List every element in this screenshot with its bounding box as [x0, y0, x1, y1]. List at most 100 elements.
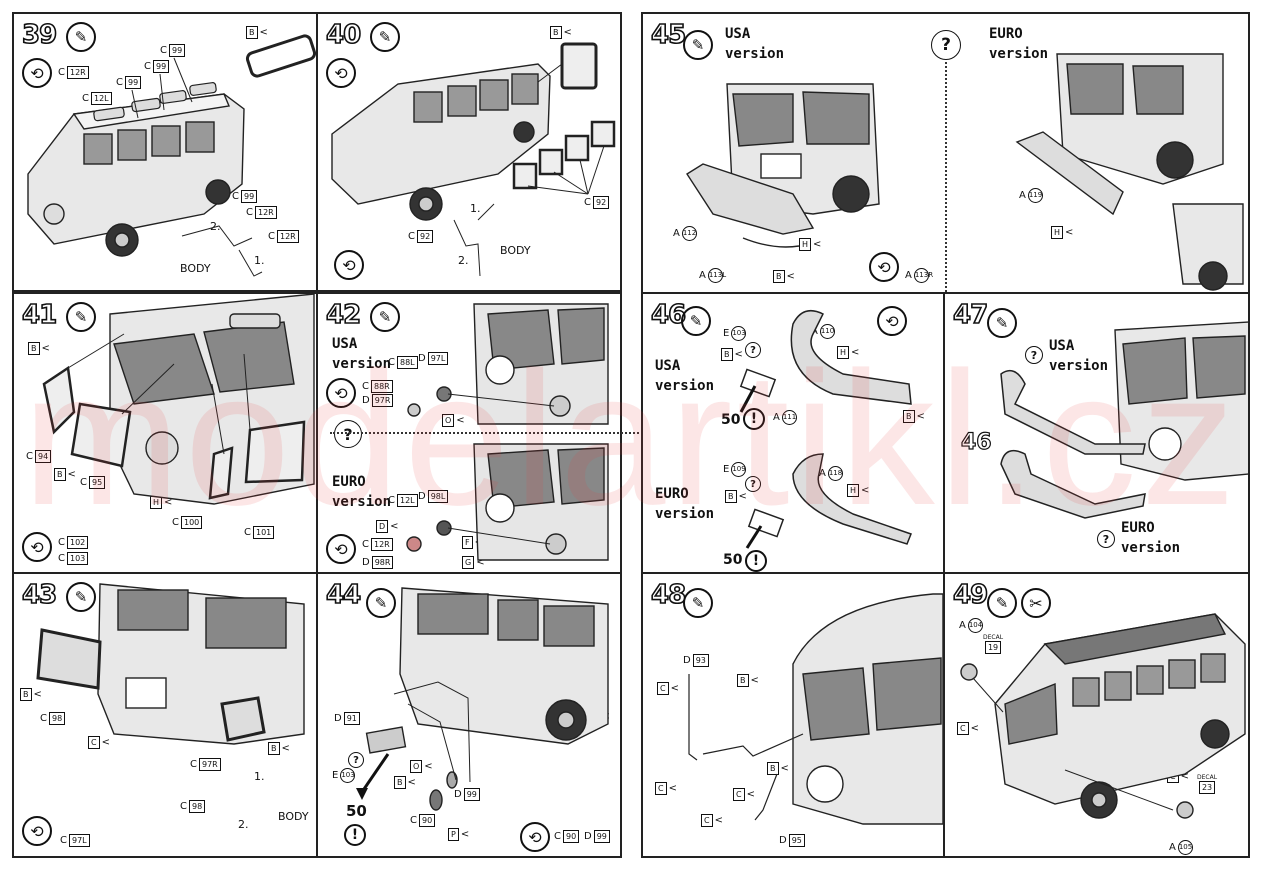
- question-icon: ?: [931, 30, 961, 60]
- glue-icon: ✎: [683, 588, 713, 618]
- step-number: 46: [650, 299, 687, 331]
- part-label: C<: [701, 814, 723, 827]
- part-label: O<: [410, 760, 433, 773]
- decal-icon: ✂: [1021, 588, 1051, 618]
- bus-complete-illustration: [960, 613, 1246, 819]
- glue-icon: ✎: [370, 22, 400, 52]
- part-label: B<: [903, 410, 925, 423]
- body-label: BODY: [278, 810, 309, 823]
- paint-icon: ⟲: [334, 250, 364, 280]
- paint-icon: ⟲: [22, 816, 52, 846]
- paint-ref-50: 50: [721, 412, 741, 428]
- part-label: C<: [657, 682, 679, 695]
- exclamation-icon: !: [344, 824, 366, 846]
- part-label: P<: [448, 828, 469, 841]
- paint-icon: ⟲: [869, 252, 899, 282]
- glue-icon: ✎: [66, 302, 96, 332]
- step-number: 44: [325, 579, 362, 611]
- part-label: B<: [773, 270, 795, 283]
- glue-icon: ✎: [987, 308, 1017, 338]
- exclamation-icon: !: [745, 550, 767, 572]
- bus-front-illustration: [42, 294, 315, 505]
- glue-icon: ✎: [987, 588, 1017, 618]
- question-icon: ?: [745, 476, 761, 492]
- bus-front-mirror-illustration: [688, 593, 943, 825]
- part-label: B<: [20, 688, 42, 701]
- paint-ref-50: 50: [723, 552, 743, 568]
- step-number: 45: [650, 19, 687, 51]
- part-label: B<: [721, 348, 743, 361]
- body-label: BODY: [500, 244, 531, 257]
- part-label: B<: [268, 742, 290, 755]
- step-number: 47: [952, 299, 989, 331]
- step-number: 40: [325, 19, 362, 51]
- paint-icon: ⟲: [22, 532, 52, 562]
- step-number: 49: [952, 579, 989, 611]
- bumper-parts-illustration: [739, 309, 912, 549]
- step-ref-46: 46: [960, 429, 992, 455]
- step-2-marker: 2.: [458, 254, 469, 267]
- question-icon: ?: [1025, 346, 1043, 364]
- step-1-marker: 1.: [470, 202, 481, 215]
- question-icon: ?: [745, 342, 761, 358]
- paint-icon: ⟲: [877, 306, 907, 336]
- glue-icon: ✎: [681, 306, 711, 336]
- body-label: BODY: [180, 262, 211, 275]
- part-label: H<: [847, 484, 869, 497]
- step-2-marker: 2.: [238, 818, 249, 831]
- paint-icon: ⟲: [326, 534, 356, 564]
- step-number: 41: [21, 299, 58, 331]
- bus-illustration: [27, 34, 316, 277]
- step-number: 48: [650, 579, 687, 611]
- part-label: H<: [799, 238, 821, 251]
- paint-icon: ⟲: [22, 58, 52, 88]
- glue-icon: ✎: [66, 22, 96, 52]
- step-number: 39: [21, 19, 58, 51]
- part-label: B<: [767, 762, 789, 775]
- exclamation-icon: !: [743, 408, 765, 430]
